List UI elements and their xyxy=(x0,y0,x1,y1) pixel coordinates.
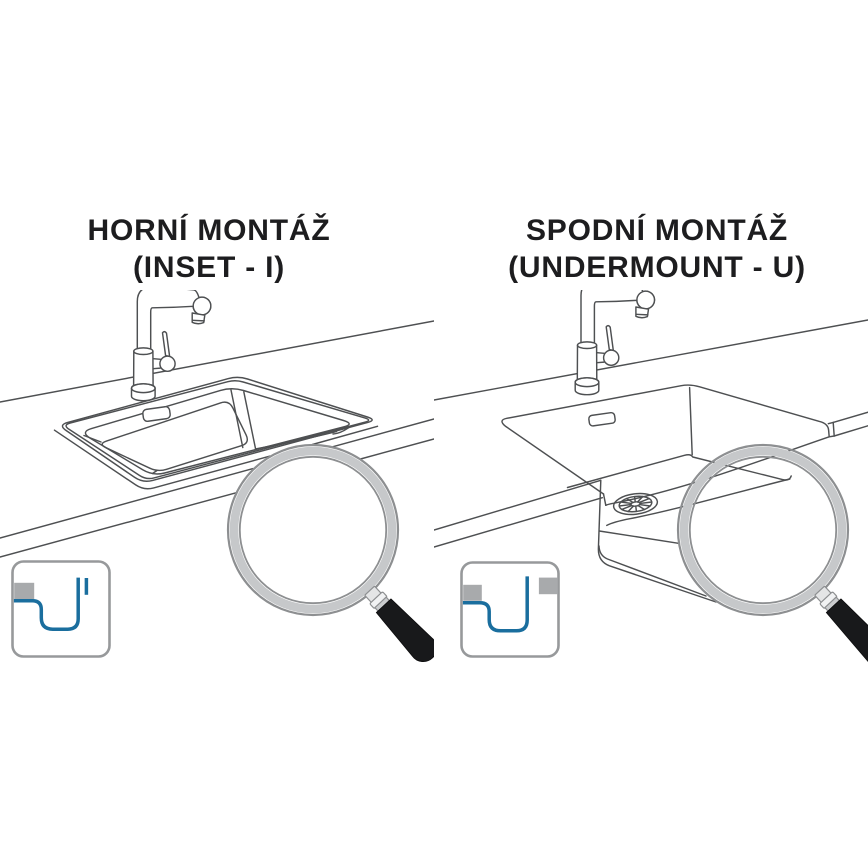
countertop xyxy=(434,319,868,548)
title-inset-line2: (INSET - I) xyxy=(132,251,286,284)
overflow-slot xyxy=(588,411,616,427)
sink-basin xyxy=(53,376,379,490)
illustration-undermount xyxy=(434,290,868,676)
title-undermount-line2: (UNDERMOUNT - U) xyxy=(508,251,806,284)
title-inset: HORNÍ MONTÁŽ (INSET - I) xyxy=(0,212,426,286)
kitchen-faucet xyxy=(574,290,656,396)
magnifying-glass xyxy=(226,443,434,663)
countertop xyxy=(0,320,434,558)
undermount-section-icon xyxy=(460,561,560,658)
illustration-inset xyxy=(0,290,434,663)
title-inset-line1: HORNÍ MONTÁŽ xyxy=(87,214,331,247)
inset-section-icon xyxy=(11,560,111,658)
overflow-slot xyxy=(142,405,171,423)
kitchen-faucet xyxy=(130,290,212,402)
title-undermount-line1: SPODNÍ MONTÁŽ xyxy=(525,214,789,247)
magnifying-glass xyxy=(676,443,868,676)
title-undermount: SPODNÍ MONTÁŽ (UNDERMOUNT - U) xyxy=(440,212,868,286)
drain xyxy=(612,492,659,516)
